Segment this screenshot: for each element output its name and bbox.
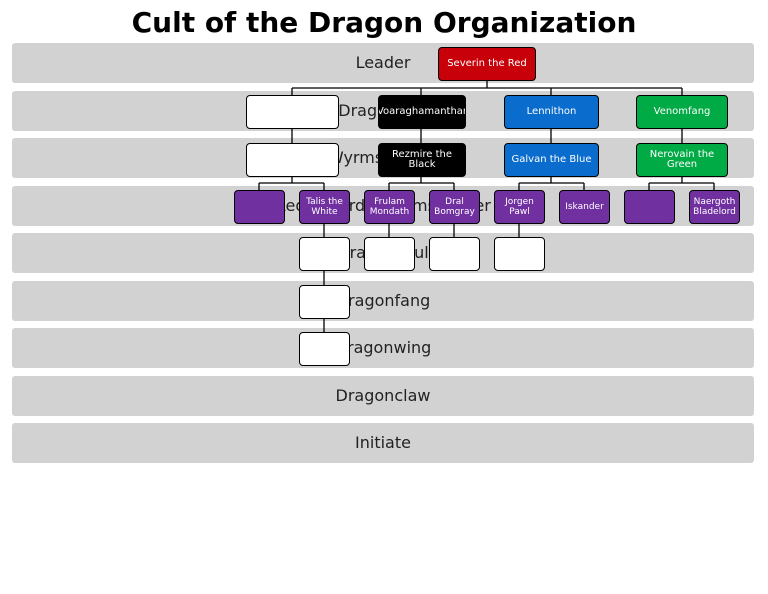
- node-leader: Severin the Red: [438, 47, 536, 81]
- node-wyrmspeaker-4: Nerovain the Green: [636, 143, 728, 177]
- node-dragonlord-1: [246, 95, 339, 129]
- rank-band-leader: Leader: [12, 43, 754, 83]
- node-wyrmspeaker-2: Rezmire the Black: [378, 143, 466, 177]
- node-dragonlord-3: Lennithon: [504, 95, 599, 129]
- node-rank4-8: Naergoth Bladelord: [689, 190, 740, 224]
- rank-band-dragonwing: Dragonwing: [12, 328, 754, 368]
- node-rank4-1: [234, 190, 285, 224]
- rank-band-initiate: Initiate: [12, 423, 754, 463]
- node-dragonwing-1: [299, 332, 350, 366]
- node-dragonsoul-3: [429, 237, 480, 271]
- node-dragonfang-1: [299, 285, 350, 319]
- rank-label-leader: Leader: [355, 53, 411, 72]
- chart-title: Cult of the Dragon Organization: [131, 6, 637, 39]
- node-dragonsoul-4: [494, 237, 545, 271]
- node-rank4-4: Dral Bomgray: [429, 190, 480, 224]
- node-rank4-2: Talis the White: [299, 190, 350, 224]
- rank-label-dragonfang: Dragonfang: [335, 291, 431, 310]
- node-dragonlord-4: Venomfang: [636, 95, 728, 129]
- node-wyrmspeaker-3: Galvan the Blue: [504, 143, 599, 177]
- node-rank4-6: Iskander: [559, 190, 610, 224]
- node-dragonsoul-1: [299, 237, 350, 271]
- rank-band-dragonfang: Dragonfang: [12, 281, 754, 321]
- node-dragonlord-2: Voaraghamanthar: [378, 95, 466, 129]
- rank-label-initiate: Initiate: [355, 433, 411, 452]
- rank-label-dragonwing: Dragonwing: [334, 338, 432, 357]
- node-dragonsoul-2: [364, 237, 415, 271]
- node-wyrmspeaker-1: [246, 143, 339, 177]
- node-rank4-3: Frulam Mondath: [364, 190, 415, 224]
- node-rank4-7: [624, 190, 675, 224]
- rank-band-dragonclaw: Dragonclaw: [12, 376, 754, 416]
- rank-label-dragonclaw: Dragonclaw: [335, 386, 431, 405]
- node-rank4-5: Jorgen Pawl: [494, 190, 545, 224]
